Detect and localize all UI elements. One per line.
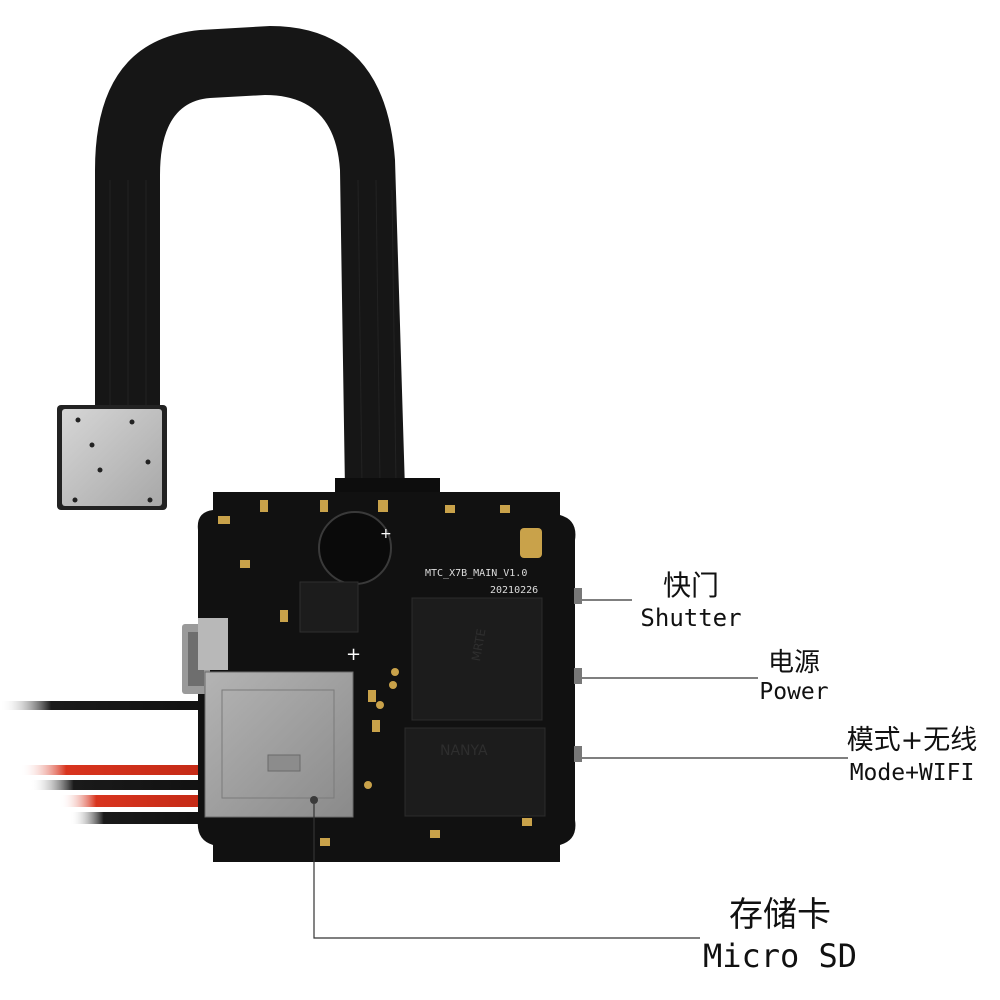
usb-connector: [182, 618, 228, 694]
micro-sd-label-en: Micro SD: [702, 937, 858, 975]
camera-sensor-module: [57, 405, 167, 510]
ribbon-texture: [109, 179, 397, 486]
small-ic: [299, 581, 359, 633]
ribbon-cable: [95, 26, 405, 490]
mode-wifi-label-zh: 模式+无线: [846, 725, 978, 756]
mode-wifi-label-en: Mode+WIFI: [849, 760, 975, 786]
mode-wifi-callout-label: 模式+无线 Mode+WIFI: [832, 727, 992, 785]
smd-components: [218, 500, 532, 846]
leader-lines: [313, 599, 848, 939]
power-button: [574, 668, 582, 684]
svg-text:NANYA: NANYA: [440, 743, 488, 759]
micro-sd-label-zh: 存储卡: [729, 895, 831, 935]
power-label-en: Power: [759, 679, 829, 705]
mode-wifi-button: [574, 746, 582, 762]
microphone: [520, 528, 542, 558]
micro-sd-slot: [204, 671, 354, 818]
shutter-callout-label: 快门 Shutter: [626, 569, 756, 632]
buzzer-plus-mark: +: [380, 526, 392, 542]
silkscreen-plus: +: [346, 644, 361, 665]
shutter-button: [574, 588, 582, 604]
silkscreen-date: 20210226: [490, 585, 538, 596]
svg-text:MRTE: MRTE: [469, 628, 488, 663]
main-processor-chip: MRTE: [411, 597, 543, 721]
power-callout-label: 电源 Power: [748, 650, 840, 704]
sd-leader-line: [313, 804, 700, 939]
memory-chip: NANYA: [404, 727, 546, 817]
micro-sd-callout-label: 存储卡 Micro SD: [690, 898, 870, 972]
buzzer: +: [318, 511, 392, 585]
shutter-label-en: Shutter: [640, 604, 742, 632]
gold-pads: [364, 668, 399, 789]
silkscreen-model: MTC_X7B_MAIN_V1.0: [425, 568, 527, 579]
shutter-label-zh: 快门: [662, 569, 719, 602]
power-wires: [0, 701, 205, 824]
power-label-zh: 电源: [767, 648, 820, 678]
